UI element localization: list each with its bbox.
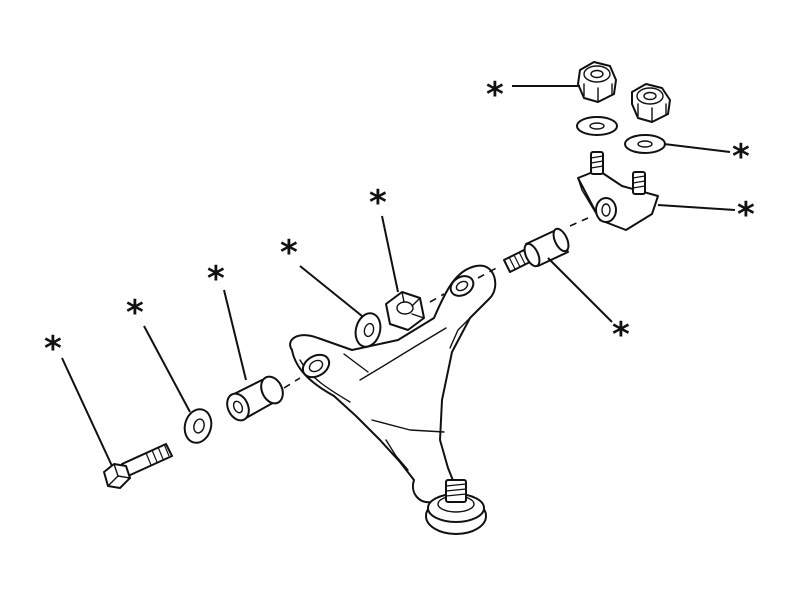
callout-washer-middle: * (280, 233, 298, 273)
callout-bolt: * (44, 329, 62, 369)
nut-top-right (631, 83, 671, 123)
leader-bolt (61, 357, 113, 467)
assembly-lines (283, 217, 589, 389)
callout-rear-bush-pin: * (612, 315, 630, 355)
ball-joint (425, 479, 487, 535)
bolt (103, 443, 173, 489)
callout-ball-joint-bracket: * (737, 195, 755, 235)
leader-washer-middle (299, 265, 363, 317)
front-bushing (226, 375, 284, 422)
washer-top-right (624, 134, 666, 154)
nut-top-left (577, 61, 617, 103)
leader-rear-bush-pin (547, 257, 613, 323)
leader-lines (61, 85, 736, 467)
callout-nut-middle: * (369, 183, 387, 223)
washer-middle (354, 312, 382, 348)
leader-washer-left (143, 325, 191, 413)
callout-nut-top: * (486, 75, 504, 115)
leader-nut-middle (381, 215, 399, 293)
leader-washer-right (663, 143, 731, 153)
callout-washer-right: * (732, 137, 750, 177)
ball-joint-bracket (577, 151, 659, 231)
assembly-line-front (283, 377, 301, 389)
leader-front-bush (223, 289, 247, 381)
leader-ball-joint-bracket (657, 204, 736, 211)
callout-front-bush: * (207, 259, 225, 299)
callout-washer-left: * (126, 293, 144, 333)
washer-left (183, 408, 213, 444)
rear-bush-pin (503, 227, 570, 273)
assembly-line-rear (429, 293, 445, 303)
nut-middle (385, 291, 425, 331)
control-arm (289, 264, 497, 504)
washer-top-left (576, 116, 618, 136)
assembly-line-pin (477, 265, 501, 279)
assembly-line-bracket (569, 217, 589, 227)
callouts: * * * * * * * * * (44, 75, 755, 369)
